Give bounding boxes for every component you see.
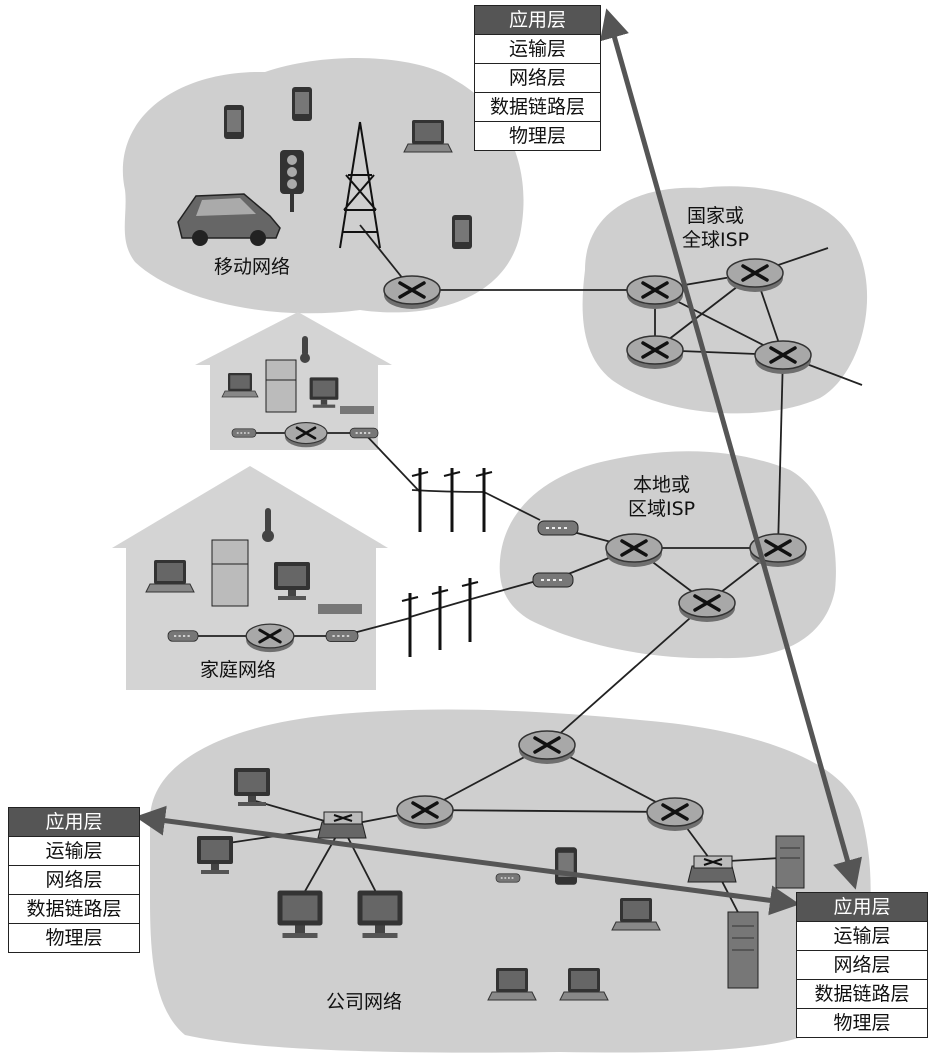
stack-left-application-layer: 应用层 <box>9 808 139 837</box>
global-isp-label-line-1: 国家或 <box>687 205 745 227</box>
home-lower-wifi-router <box>167 630 199 642</box>
utility-poles-lower <box>400 576 480 659</box>
stack-top-link-layer: 数据链路层 <box>475 93 600 122</box>
home-network-lower-house <box>112 466 388 690</box>
car-icon <box>177 193 281 246</box>
home-lower-thermometer-icon <box>262 508 274 542</box>
protocol-stack-left: 应用层 运输层 网络层 数据链路层 物理层 <box>8 807 140 953</box>
regional-isp-label-line-2: 区域ISP <box>628 498 696 520</box>
enterprise-server-1 <box>775 835 805 889</box>
cell-tower-icon <box>339 121 381 249</box>
stack-top-physical-layer: 物理层 <box>508 125 566 147</box>
router-home-lower <box>244 622 296 654</box>
home-lower-keyboard <box>318 604 362 614</box>
end-to-end-path-arrow-horizontal <box>135 805 800 916</box>
router-enterprise-3 <box>645 796 705 833</box>
end-to-end-path-arrow-vertical <box>600 8 862 890</box>
stack-right-link-layer: 数据链路层 <box>797 980 927 1009</box>
home-upper-fridge-icon <box>265 359 297 413</box>
phone-1 <box>224 105 244 139</box>
home-upper-modem <box>349 427 379 439</box>
router-enterprise-1 <box>517 729 577 766</box>
home-upper-keyboard <box>340 406 374 414</box>
stack-top-transport-layer: 运输层 <box>475 35 600 64</box>
router-global-3 <box>625 334 685 371</box>
traffic-light-icon <box>280 150 304 212</box>
utility-poles-upper <box>410 466 494 534</box>
router-global-1 <box>625 274 685 311</box>
stack-top-application-layer: 应用层 <box>475 6 600 35</box>
protocol-stack-right: 应用层 运输层 网络层 数据链路层 物理层 <box>796 892 928 1038</box>
stack-left-physical-layer: 物理层 <box>45 927 103 949</box>
router-regional-1 <box>604 532 664 569</box>
stack-left-transport-layer: 运输层 <box>9 837 139 866</box>
router-mobile <box>382 274 442 311</box>
enterprise-tablet-icon <box>555 847 577 885</box>
enterprise-switch-left <box>317 811 367 839</box>
home-lower-fridge-icon <box>211 539 249 607</box>
regional-isp-label: 本地或 区域ISP <box>628 473 695 521</box>
router-enterprise-2 <box>395 794 455 831</box>
router-regional-3 <box>677 587 737 624</box>
home-upper-thermometer-icon <box>300 336 310 363</box>
enterprise-switch-right <box>687 855 737 883</box>
stack-right-network-layer: 网络层 <box>797 951 927 980</box>
regional-modem-2 <box>532 572 574 588</box>
stack-right-application-layer: 应用层 <box>797 893 927 922</box>
home-upper-wifi-router <box>231 428 257 438</box>
global-isp-label-line-2: 全球ISP <box>682 229 750 251</box>
enterprise-server-2 <box>727 911 759 989</box>
regional-modem-1 <box>537 520 579 536</box>
phone-2 <box>292 87 312 121</box>
mobile-network-label: 移动网络 <box>214 256 291 278</box>
mobile-network-cloud <box>122 58 524 314</box>
enterprise-access-point <box>495 873 521 883</box>
stack-right-transport-layer: 运输层 <box>797 922 927 951</box>
enterprise-network-label: 公司网络 <box>326 991 403 1013</box>
router-global-2 <box>725 257 785 294</box>
stack-right-physical-layer: 物理层 <box>833 1012 891 1034</box>
protocol-stack-top: 应用层 运输层 网络层 数据链路层 物理层 <box>474 5 601 151</box>
global-isp-label: 国家或 全球ISP <box>682 204 749 252</box>
regional-isp-label-line-1: 本地或 <box>633 474 691 496</box>
stack-left-network-layer: 网络层 <box>9 866 139 895</box>
router-global-4 <box>753 339 813 376</box>
stack-top-network-layer: 网络层 <box>475 64 600 93</box>
home-lower-modem <box>325 629 359 643</box>
router-home-upper <box>283 421 329 449</box>
home-network-label: 家庭网络 <box>200 659 277 681</box>
stack-left-link-layer: 数据链路层 <box>9 895 139 924</box>
phone-3 <box>452 215 472 249</box>
